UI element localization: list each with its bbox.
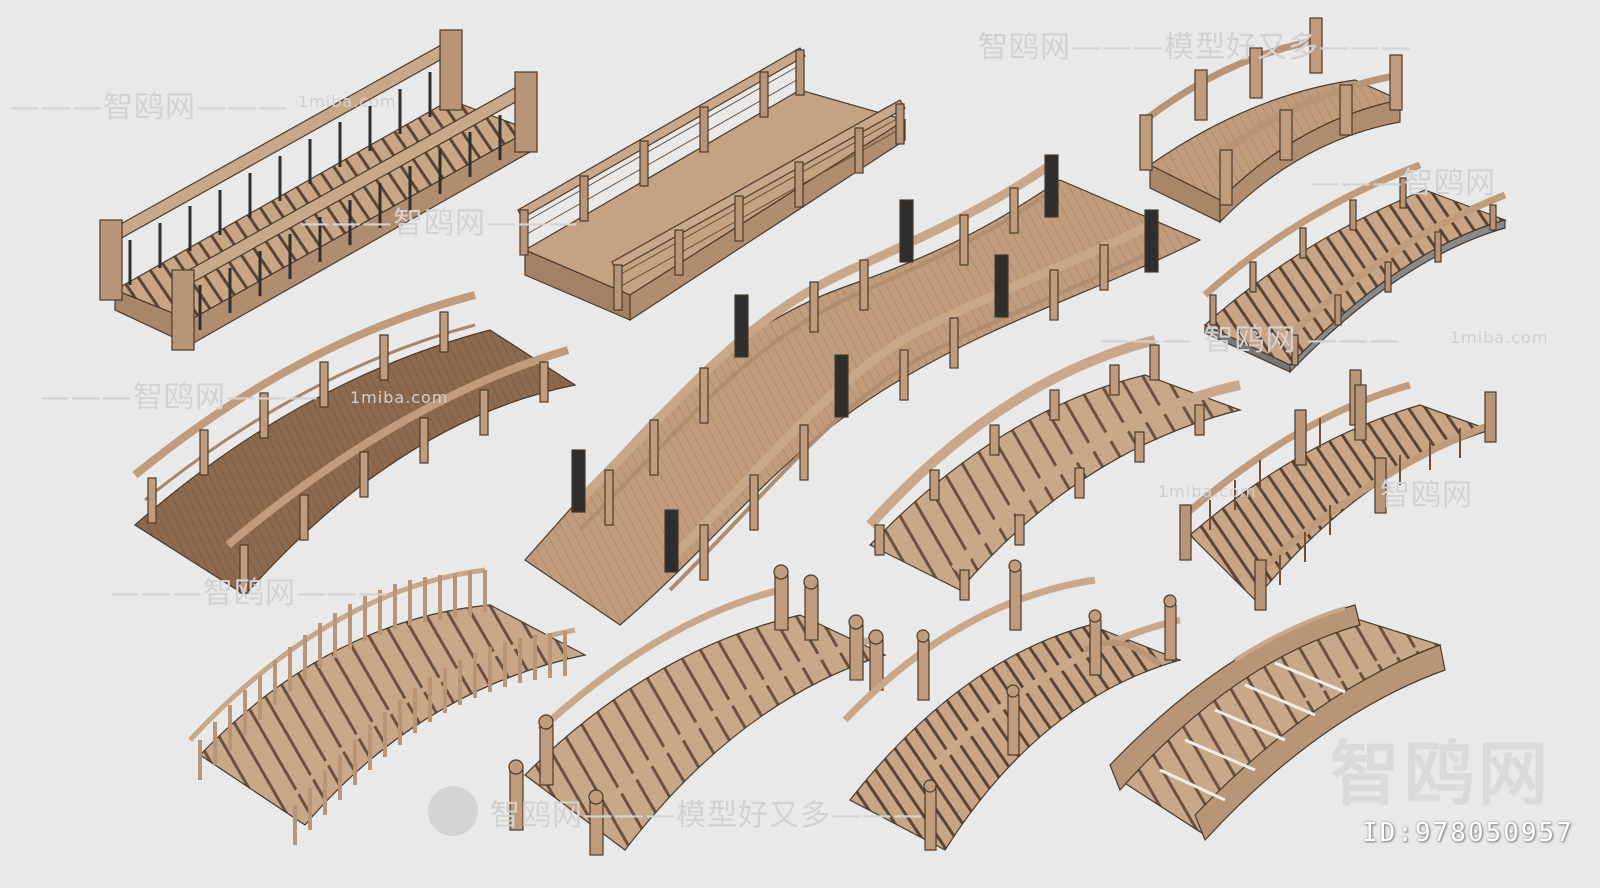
picket-arched-bridge: [188, 567, 587, 845]
watermark-logo-icon: [428, 786, 478, 836]
dark-plank-arched-bridge: [132, 291, 577, 596]
step-arched-bridge: [1109, 604, 1446, 842]
straight-rail-bridge: [517, 47, 907, 322]
grated-arched-bridge: [1179, 369, 1497, 611]
slatted-arched-bridge-right: [1202, 161, 1507, 374]
s-curve-bridge: [524, 154, 1202, 626]
ornate-arched-bridge: [842, 559, 1182, 851]
baluster-bridge: [99, 29, 538, 351]
open-rail-arched-bridge: [866, 335, 1243, 601]
finial-post-arched-bridge: [508, 564, 887, 856]
small-arched-bridge: [1139, 17, 1403, 224]
